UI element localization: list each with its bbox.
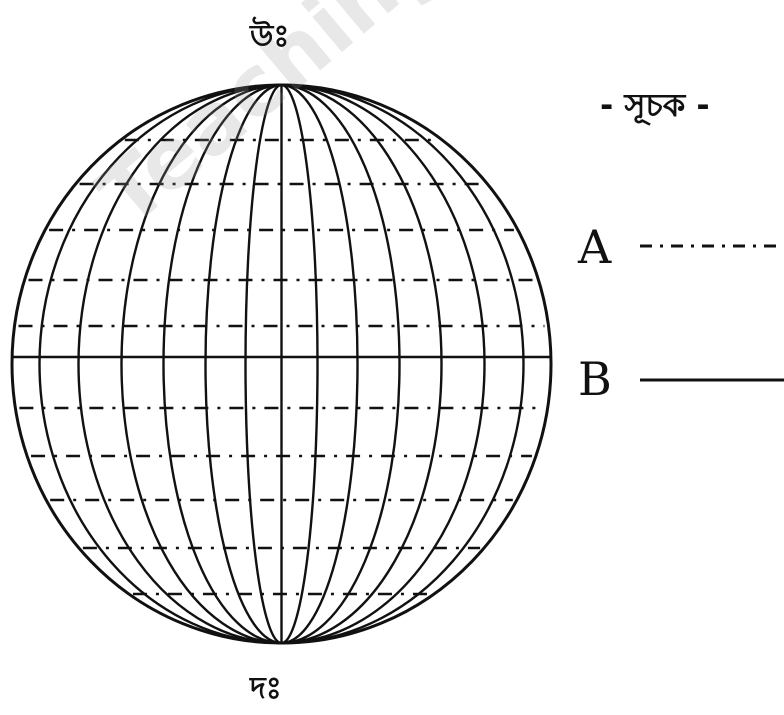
longitude-lines-meridians [38,83,525,645]
legend-title: - সূচক - [600,86,710,124]
south-pole-label: দঃ [250,671,282,706]
globe-outline [10,83,553,645]
legend-a-key: A [578,220,612,274]
north-pole-label: উঃ [250,19,290,54]
legend-b-key: B [578,352,612,406]
